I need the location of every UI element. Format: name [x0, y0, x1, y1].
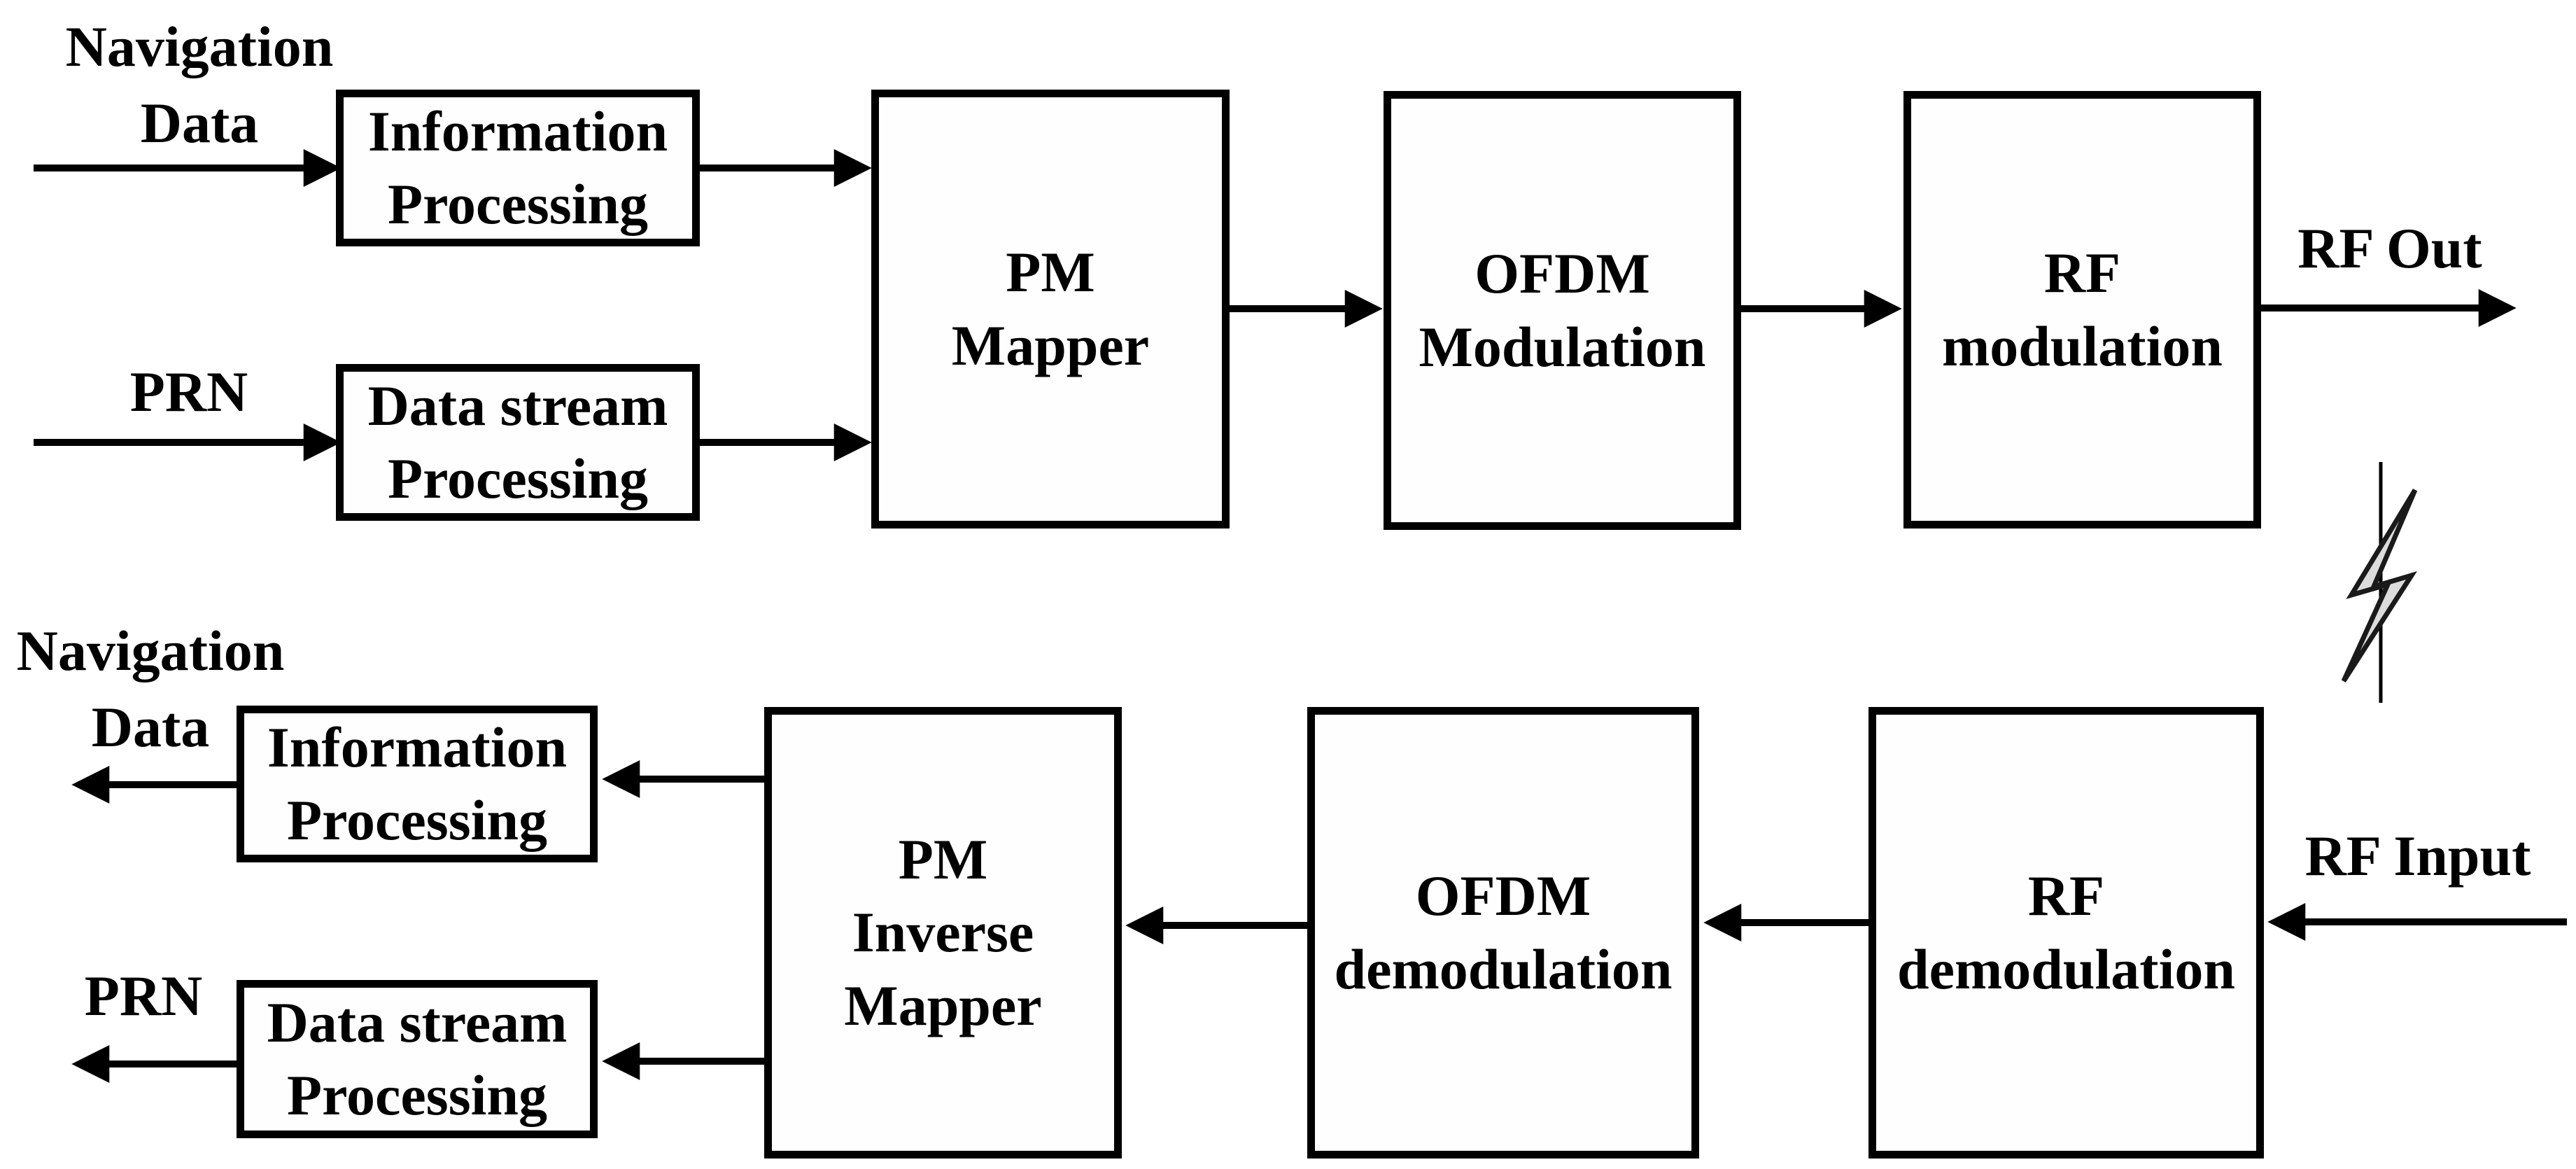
- block-information-processing-rx: Information Processing: [237, 706, 598, 862]
- label-prn-tx: PRN: [129, 360, 248, 424]
- block-rf-modulation: RF modulation: [1903, 91, 2261, 528]
- label-rf-input: RF Input: [2304, 824, 2531, 888]
- block-data-stream-processing-rx: Data stream Processing: [237, 980, 598, 1138]
- block-ofdm-modulation: OFDM Modulation: [1384, 91, 1741, 530]
- block-ofdm-demodulation: OFDM demodulation: [1307, 707, 1699, 1158]
- block-rf-demodulation: RF demodulation: [1868, 707, 2264, 1158]
- lightning-bolt-icon: [2341, 489, 2418, 682]
- block-pm-mapper: PM Mapper: [871, 90, 1230, 528]
- block-information-processing-tx: Information Processing: [336, 90, 700, 246]
- label-prn-rx: PRN: [84, 964, 203, 1028]
- label-navigation-data-rx: Navigation Data: [16, 619, 285, 760]
- block-data-stream-processing-tx: Data stream Processing: [336, 364, 700, 521]
- block-pm-inverse-mapper: PM Inverse Mapper: [764, 707, 1122, 1158]
- label-rf-out: RF Out: [2297, 216, 2482, 280]
- label-navigation-data-tx: Navigation Data: [65, 15, 334, 155]
